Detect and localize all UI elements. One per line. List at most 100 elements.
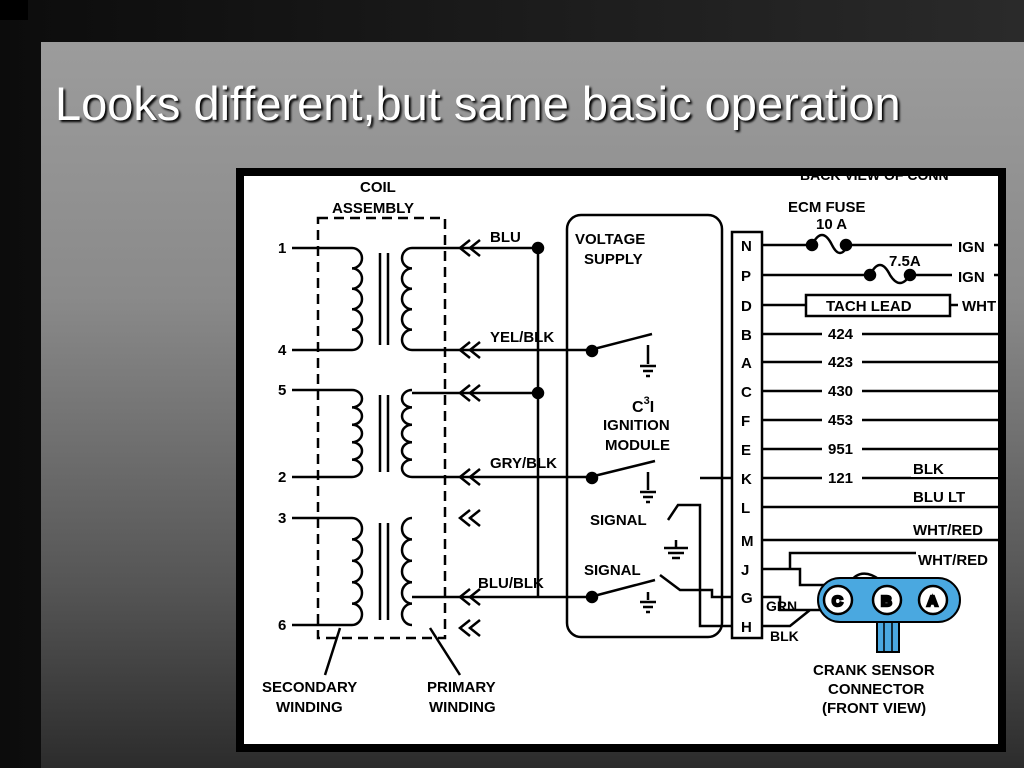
secondary-winding xyxy=(351,516,364,627)
label-bg xyxy=(822,325,862,343)
wire-label-blu: BLU xyxy=(490,229,521,246)
crank-pin-circle xyxy=(871,584,903,616)
module-name-3: MODULE xyxy=(605,437,670,454)
crank-pin-circle xyxy=(917,584,949,616)
crank-pin-A: A xyxy=(927,593,938,610)
pin-B: B xyxy=(741,327,752,344)
wire-color-label: BLU LT xyxy=(913,489,965,506)
pin-H: H xyxy=(741,619,752,636)
coil-terminal-2: 2 xyxy=(278,469,286,486)
crank-label-1: CRANK SENSOR xyxy=(813,662,935,679)
tach-lead-label: TACH LEAD xyxy=(826,298,912,315)
iron-core xyxy=(378,253,390,345)
wire-label-gry-blk: GRY/BLK xyxy=(490,455,557,472)
primary-winding xyxy=(400,388,413,479)
ignition-module-box xyxy=(565,213,724,639)
signal-label-2: SIGNAL xyxy=(584,562,641,579)
pin-G: G xyxy=(741,590,753,607)
pin-N: N xyxy=(741,238,752,255)
secondary-lead xyxy=(292,516,352,627)
pin-L: L xyxy=(741,500,750,517)
signal-label-1: SIGNAL xyxy=(590,512,647,529)
label-bg xyxy=(822,440,862,458)
coil-title-2: ASSEMBLY xyxy=(332,200,414,217)
coil-windings xyxy=(292,246,413,627)
iron-core xyxy=(378,523,390,620)
ign-label-2: IGN xyxy=(958,269,985,286)
label-bg xyxy=(822,382,862,400)
pin-connector-strip xyxy=(730,230,764,640)
primary-label-2: WINDING xyxy=(429,699,496,716)
circuit-number: 423 xyxy=(828,354,853,371)
circuit-number: 424 xyxy=(828,326,854,343)
blk-label: BLK xyxy=(770,628,799,644)
coil-terminal-1: 1 xyxy=(278,240,286,257)
pin-C: C xyxy=(741,384,752,401)
module-switches xyxy=(585,332,732,628)
iron-core xyxy=(378,395,390,472)
label-bg xyxy=(916,551,998,568)
ign-label-1: IGN xyxy=(958,239,985,256)
pin-E: E xyxy=(741,442,751,459)
pin-F: F xyxy=(741,413,750,430)
wire-color-label: BLK xyxy=(913,461,944,478)
chevron-icon xyxy=(457,468,481,486)
circuit-number: 951 xyxy=(828,441,853,458)
module-name-c3i: C3I xyxy=(632,395,654,416)
coil-terminal-6: 6 xyxy=(278,617,286,634)
ecm-fuse-rating: 10 A xyxy=(816,216,847,233)
circuit-number: 121 xyxy=(828,470,853,487)
label-bg xyxy=(822,411,862,429)
pin-M: M xyxy=(741,533,754,550)
pin-K: K xyxy=(741,471,752,488)
tach-color-label: WHT xyxy=(962,298,996,315)
module-name-2: IGNITION xyxy=(603,417,670,434)
slide-title: Looks different,but same basic operation xyxy=(55,77,901,130)
coil-terminal-3: 3 xyxy=(278,510,286,527)
label-bg xyxy=(822,353,862,371)
secondary-label-1: SECONDARY xyxy=(262,679,357,696)
secondary-lead xyxy=(292,388,352,479)
ecm-fuse-label: ECM FUSE xyxy=(788,199,866,216)
chevron-icon xyxy=(457,384,481,402)
wire-color-label: WHT/RED xyxy=(918,552,988,569)
coil-title-1: COIL xyxy=(360,179,396,196)
fuse-75a-label: 7.5A xyxy=(889,253,921,270)
coil-terminal-4: 4 xyxy=(278,342,287,359)
crank-label-3: (FRONT VIEW) xyxy=(822,700,926,717)
pin-A: A xyxy=(741,355,752,372)
chevron-icon xyxy=(457,239,481,257)
chevron-icon xyxy=(457,588,481,606)
primary-winding xyxy=(400,246,413,352)
grn-label: GRN xyxy=(766,598,797,614)
crank-pin-B: B xyxy=(881,593,892,610)
coil-assembly-box xyxy=(316,216,447,640)
circuit-number: 453 xyxy=(828,412,853,429)
circuit-number: 430 xyxy=(828,383,853,400)
tach-lead-box xyxy=(804,293,952,318)
connector-chevrons xyxy=(457,239,481,637)
crank-pin-circle xyxy=(822,584,854,616)
chevron-icon xyxy=(457,341,481,359)
voltage-supply-2: SUPPLY xyxy=(584,251,643,268)
crank-label-2: CONNECTOR xyxy=(828,681,925,698)
label-bg xyxy=(911,488,998,505)
primary-winding xyxy=(400,516,413,627)
pin-D: D xyxy=(741,298,752,315)
secondary-label-2: WINDING xyxy=(276,699,343,716)
label-bg xyxy=(822,469,862,487)
label-bg xyxy=(911,521,998,538)
label-bg xyxy=(911,460,998,477)
wire-color-label: WHT/RED xyxy=(913,522,983,539)
pin-P: P xyxy=(741,268,751,285)
chevron-icon xyxy=(457,509,481,527)
chevron-icon xyxy=(457,619,481,637)
secondary-winding xyxy=(351,246,364,352)
secondary-winding xyxy=(351,388,364,479)
wire-label-blu-blk: BLU/BLK xyxy=(478,575,544,592)
pin-J: J xyxy=(741,562,749,579)
wire-label-yel-blk: YEL/BLK xyxy=(490,329,554,346)
coil-terminal-5: 5 xyxy=(278,382,286,399)
